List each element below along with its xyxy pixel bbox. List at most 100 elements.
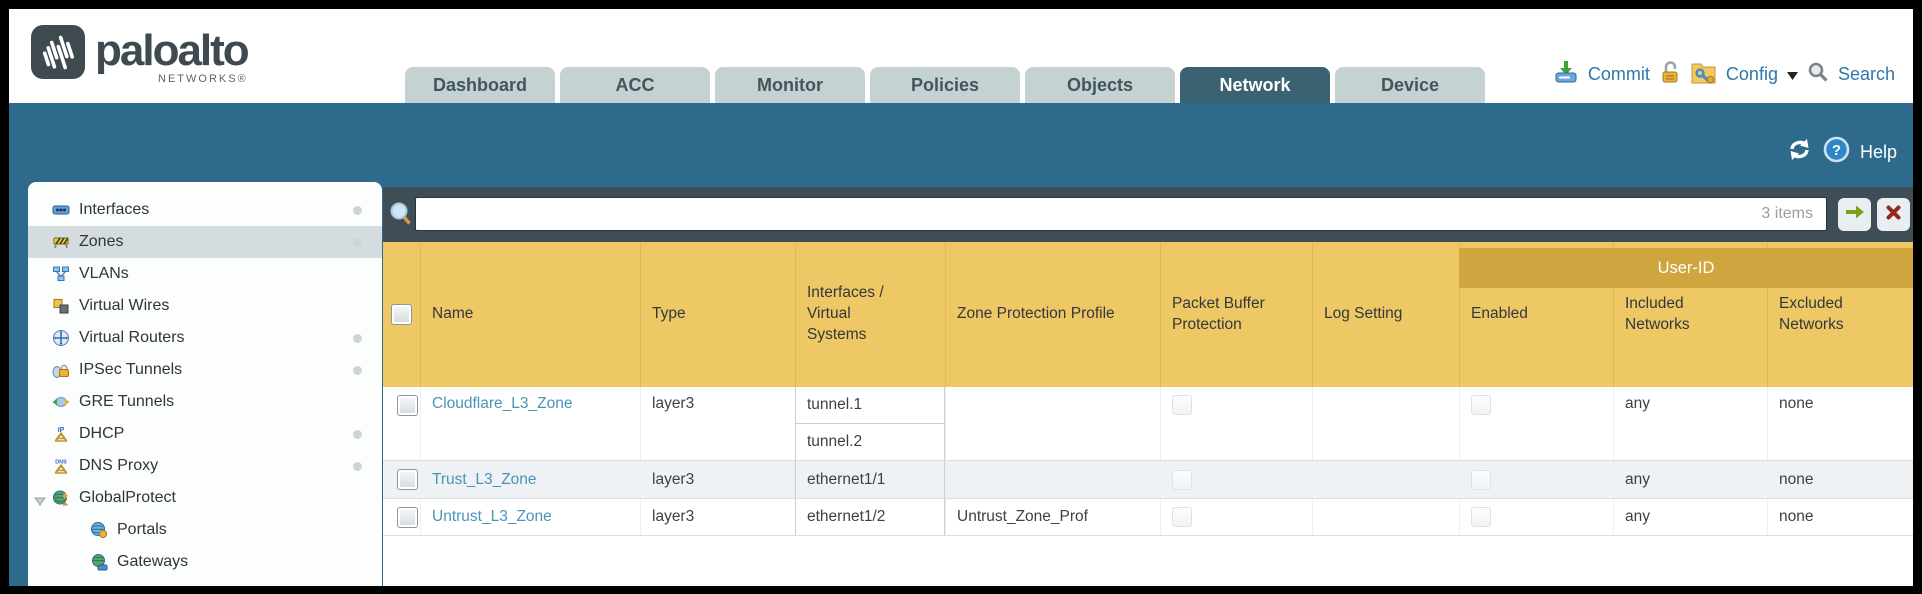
sidebar-item-gateways[interactable]: Gateways [28,546,382,578]
zone-protection-profile [945,461,1160,498]
column-header-name[interactable]: Name [420,242,640,387]
column-header-enabled[interactable]: Enabled [1459,242,1613,387]
commit-button[interactable]: Commit [1587,64,1650,84]
row-checkbox[interactable] [396,506,418,528]
included-networks: any [1613,499,1767,535]
search-button[interactable]: Search [1837,64,1895,84]
row-checkbox[interactable] [396,395,418,416]
tab-policies[interactable]: Policies [870,67,1020,103]
zone-name-link[interactable]: Cloudflare_L3_Zone [432,395,573,412]
refresh-icon[interactable] [1786,137,1813,167]
filter-input[interactable] [415,197,1827,231]
virtual-routers-icon [52,329,70,347]
included-networks: any [1613,387,1767,460]
interface-value: tunnel.2 [807,433,863,450]
paloalto-pulse-icon [31,25,85,79]
column-header-log-setting[interactable]: Log Setting [1312,242,1459,387]
logo-networks-text: NETWORKS® [158,73,248,85]
zones-icon [52,233,70,251]
sidebar-item-gre-tunnels[interactable]: GRE Tunnels [28,386,382,418]
sidebar-item-label: Virtual Wires [79,297,170,314]
sidebar-item-interfaces[interactable]: Interfaces [28,194,382,226]
included-networks: any [1613,461,1767,498]
globalprotect-icon [52,489,70,507]
status-dot [353,333,362,343]
tab-device[interactable]: Device [1335,67,1485,103]
tab-objects[interactable]: Objects [1025,67,1175,103]
sidebar-item-label: Virtual Routers [79,329,185,346]
status-dot [353,461,362,471]
search-icon[interactable] [1807,61,1829,88]
gre-tunnels-icon [52,393,70,411]
column-header-interfaces[interactable]: Interfaces / Virtual Systems [795,242,945,387]
config-button[interactable]: Config [1725,64,1778,84]
excluded-networks: none [1767,461,1913,498]
main-nav-tabs: Dashboard ACC Monitor Policies Objects N… [405,67,1485,103]
status-dot [353,237,362,247]
excluded-networks: none [1767,387,1913,460]
dhcp-icon: IP [52,425,70,443]
sidebar-item-globalprotect[interactable]: GlobalProtect [28,482,382,514]
user-id-group-header: User-ID [1459,248,1913,288]
interface-value: ethernet1/2 [807,508,886,525]
user-id-enabled-checkbox [1471,395,1491,415]
sidebar-item-dns-proxy[interactable]: DNS DNS Proxy [28,450,382,482]
tab-acc[interactable]: ACC [560,67,710,103]
select-all-checkbox[interactable] [391,304,412,325]
svg-text:DNS: DNS [55,460,67,466]
banner-help-bar: ? Help [1786,136,1897,168]
portals-icon [90,521,108,539]
vlans-icon [52,265,70,283]
config-icon[interactable] [1690,60,1717,90]
collapse-triangle-icon[interactable] [34,493,46,511]
sidebar-item-portals[interactable]: Portals [28,514,382,546]
column-header-included-networks[interactable]: Included Networks [1613,242,1767,387]
logo-wordmark: paloalto [95,26,250,75]
top-bar: paloalto NETWORKS® Dashboard ACC Monitor… [9,9,1913,103]
sidebar-item-label: Gateways [117,553,189,570]
zones-table-body: Cloudflare_L3_Zone layer3 tunnel.1 tunne… [383,387,1913,536]
zone-name-link[interactable]: Trust_L3_Zone [432,470,537,488]
gateways-icon [90,553,108,571]
apply-filter-button[interactable] [1838,198,1871,231]
tab-monitor[interactable]: Monitor [715,67,865,103]
status-dot [353,205,362,215]
zone-type: layer3 [640,499,795,535]
sidebar-item-label: DNS Proxy [79,457,159,474]
sidebar-item-label: Interfaces [79,201,150,218]
dns-proxy-icon: DNS [52,457,70,475]
sidebar-item-ipsec-tunnels[interactable]: IPSec Tunnels [28,354,382,386]
status-dot [353,365,362,375]
sidebar-item-virtual-wires[interactable]: Virtual Wires [28,290,382,322]
help-icon[interactable]: ? [1823,136,1850,168]
sidebar-item-zones[interactable]: Zones [28,226,382,258]
sidebar-item-virtual-routers[interactable]: Virtual Routers [28,322,382,354]
table-row: Cloudflare_L3_Zone layer3 tunnel.1 tunne… [383,387,1913,461]
column-header-packet-buffer-protection[interactable]: Packet Buffer Protection [1160,242,1312,387]
commit-icon[interactable] [1553,59,1579,90]
caret-down-icon[interactable] [1786,64,1798,85]
clear-filter-button[interactable] [1877,198,1910,231]
zone-type: layer3 [640,387,795,460]
sidebar-item-vlans[interactable]: VLANs [28,258,382,290]
tab-network[interactable]: Network [1180,67,1330,103]
column-header-excluded-networks[interactable]: Excluded Networks [1767,242,1913,387]
row-checkbox[interactable] [396,469,418,490]
packet-buffer-protection-checkbox [1172,395,1192,415]
zone-protection-profile [945,387,1160,460]
zones-content: 3 items User-ID [383,187,1913,586]
virtual-wires-icon [52,297,70,315]
nav-actions: Commit Config [1553,59,1895,90]
log-setting [1312,499,1459,535]
zone-name-link[interactable]: Untrust_L3_Zone [432,508,552,525]
log-setting [1312,387,1459,460]
clear-filter-x-icon [1885,204,1902,226]
zones-table-header: User-ID Name Type Interfaces / Virtual S… [383,242,1913,387]
table-row: Trust_L3_Zone layer3 ethernet1/1 any non… [383,461,1913,499]
help-label[interactable]: Help [1859,141,1897,162]
column-header-type[interactable]: Type [640,242,795,387]
lock-icon[interactable] [1659,60,1681,90]
column-header-zone-protection-profile[interactable]: Zone Protection Profile [945,242,1160,387]
tab-dashboard[interactable]: Dashboard [405,67,555,103]
sidebar-item-dhcp[interactable]: IP DHCP [28,418,382,450]
